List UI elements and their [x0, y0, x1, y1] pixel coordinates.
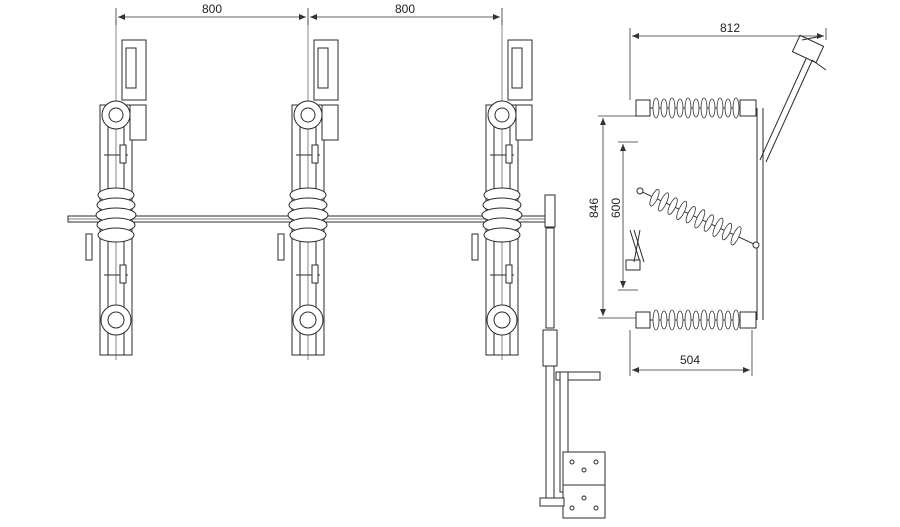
- dimension-label: 812: [720, 21, 740, 35]
- pole-3: [471, 20, 533, 360]
- crank-linkage: [625, 229, 645, 271]
- side-view: 812 846 600 504: [587, 21, 827, 376]
- contact-arm: [759, 34, 827, 163]
- operating-mechanism: [539, 194, 606, 519]
- dimension-800-left: 800: [115, 2, 309, 25]
- pole-1: [85, 20, 147, 360]
- dimension-label: 800: [395, 2, 415, 16]
- front-view: 800 800: [67, 2, 606, 519]
- dimension-label: 846: [587, 198, 601, 218]
- top-insulator: [635, 97, 757, 119]
- dimension-800-right: 800: [310, 2, 503, 25]
- diagonal-insulator: [636, 187, 760, 249]
- dimension-label: 504: [680, 353, 700, 367]
- dimension-label: 600: [609, 198, 623, 218]
- dimension-504: 504: [629, 330, 753, 376]
- dimension-812: 812: [629, 21, 827, 100]
- bottom-insulator: [635, 309, 757, 331]
- pole-2: [277, 20, 339, 360]
- dimension-600: 600: [609, 141, 638, 291]
- dimension-846: 846: [587, 115, 636, 319]
- dimension-label: 800: [202, 2, 222, 16]
